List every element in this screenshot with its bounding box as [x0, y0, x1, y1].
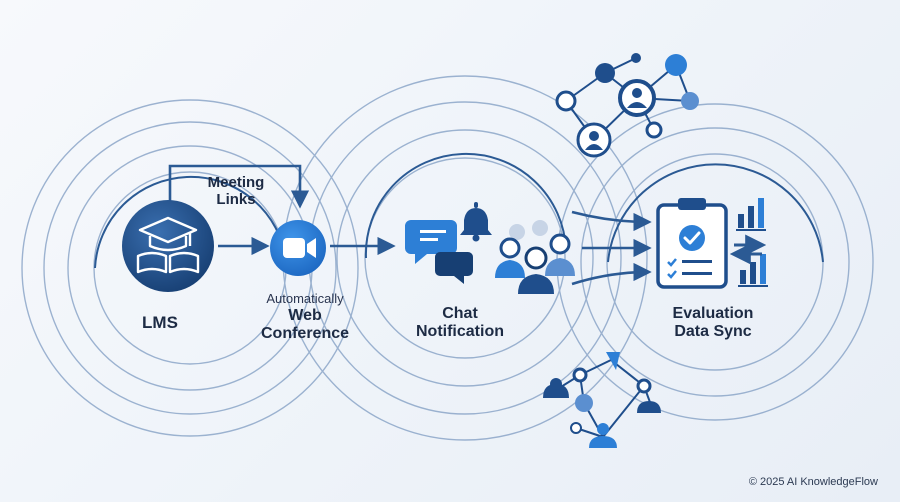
meeting-links-label: Meeting Links	[207, 174, 265, 209]
users-group-icon	[495, 220, 575, 294]
sync-arrows-icon	[729, 234, 767, 265]
lms-node[interactable]	[122, 200, 214, 292]
flow-arrows	[168, 164, 652, 286]
network-graph-top	[555, 53, 699, 158]
arrow-meeting-links	[168, 164, 310, 212]
web-conference-sublabel: Automatically	[266, 291, 344, 306]
graduation-cap-icon	[136, 216, 200, 274]
web-conference-label: Automatically Web Conference	[240, 291, 370, 344]
lms-label: LMS	[142, 313, 178, 332]
chat-bubble-icon	[405, 220, 473, 284]
arrow-chat-to-eval-3	[571, 262, 652, 286]
copyright-text: © 2025 AI KnowledgeFlow	[748, 476, 878, 488]
web-conference-title: Web Conference	[260, 306, 350, 343]
evaluation-label: Evaluation Data Sync	[672, 305, 754, 341]
video-camera-icon	[283, 238, 316, 258]
bell-icon	[460, 202, 492, 242]
network-graph-bottom	[543, 352, 661, 448]
bar-chart-icon	[736, 198, 768, 287]
chat-notification-label: Chat Notification	[416, 305, 504, 341]
clipboard-check-icon	[656, 198, 728, 289]
ring-highlight	[94, 153, 824, 269]
chat-node[interactable]	[405, 202, 575, 294]
evaluation-node[interactable]	[656, 198, 768, 289]
arrow-chat-to-eval-1	[571, 210, 652, 232]
web-conference-node[interactable]	[270, 220, 326, 276]
